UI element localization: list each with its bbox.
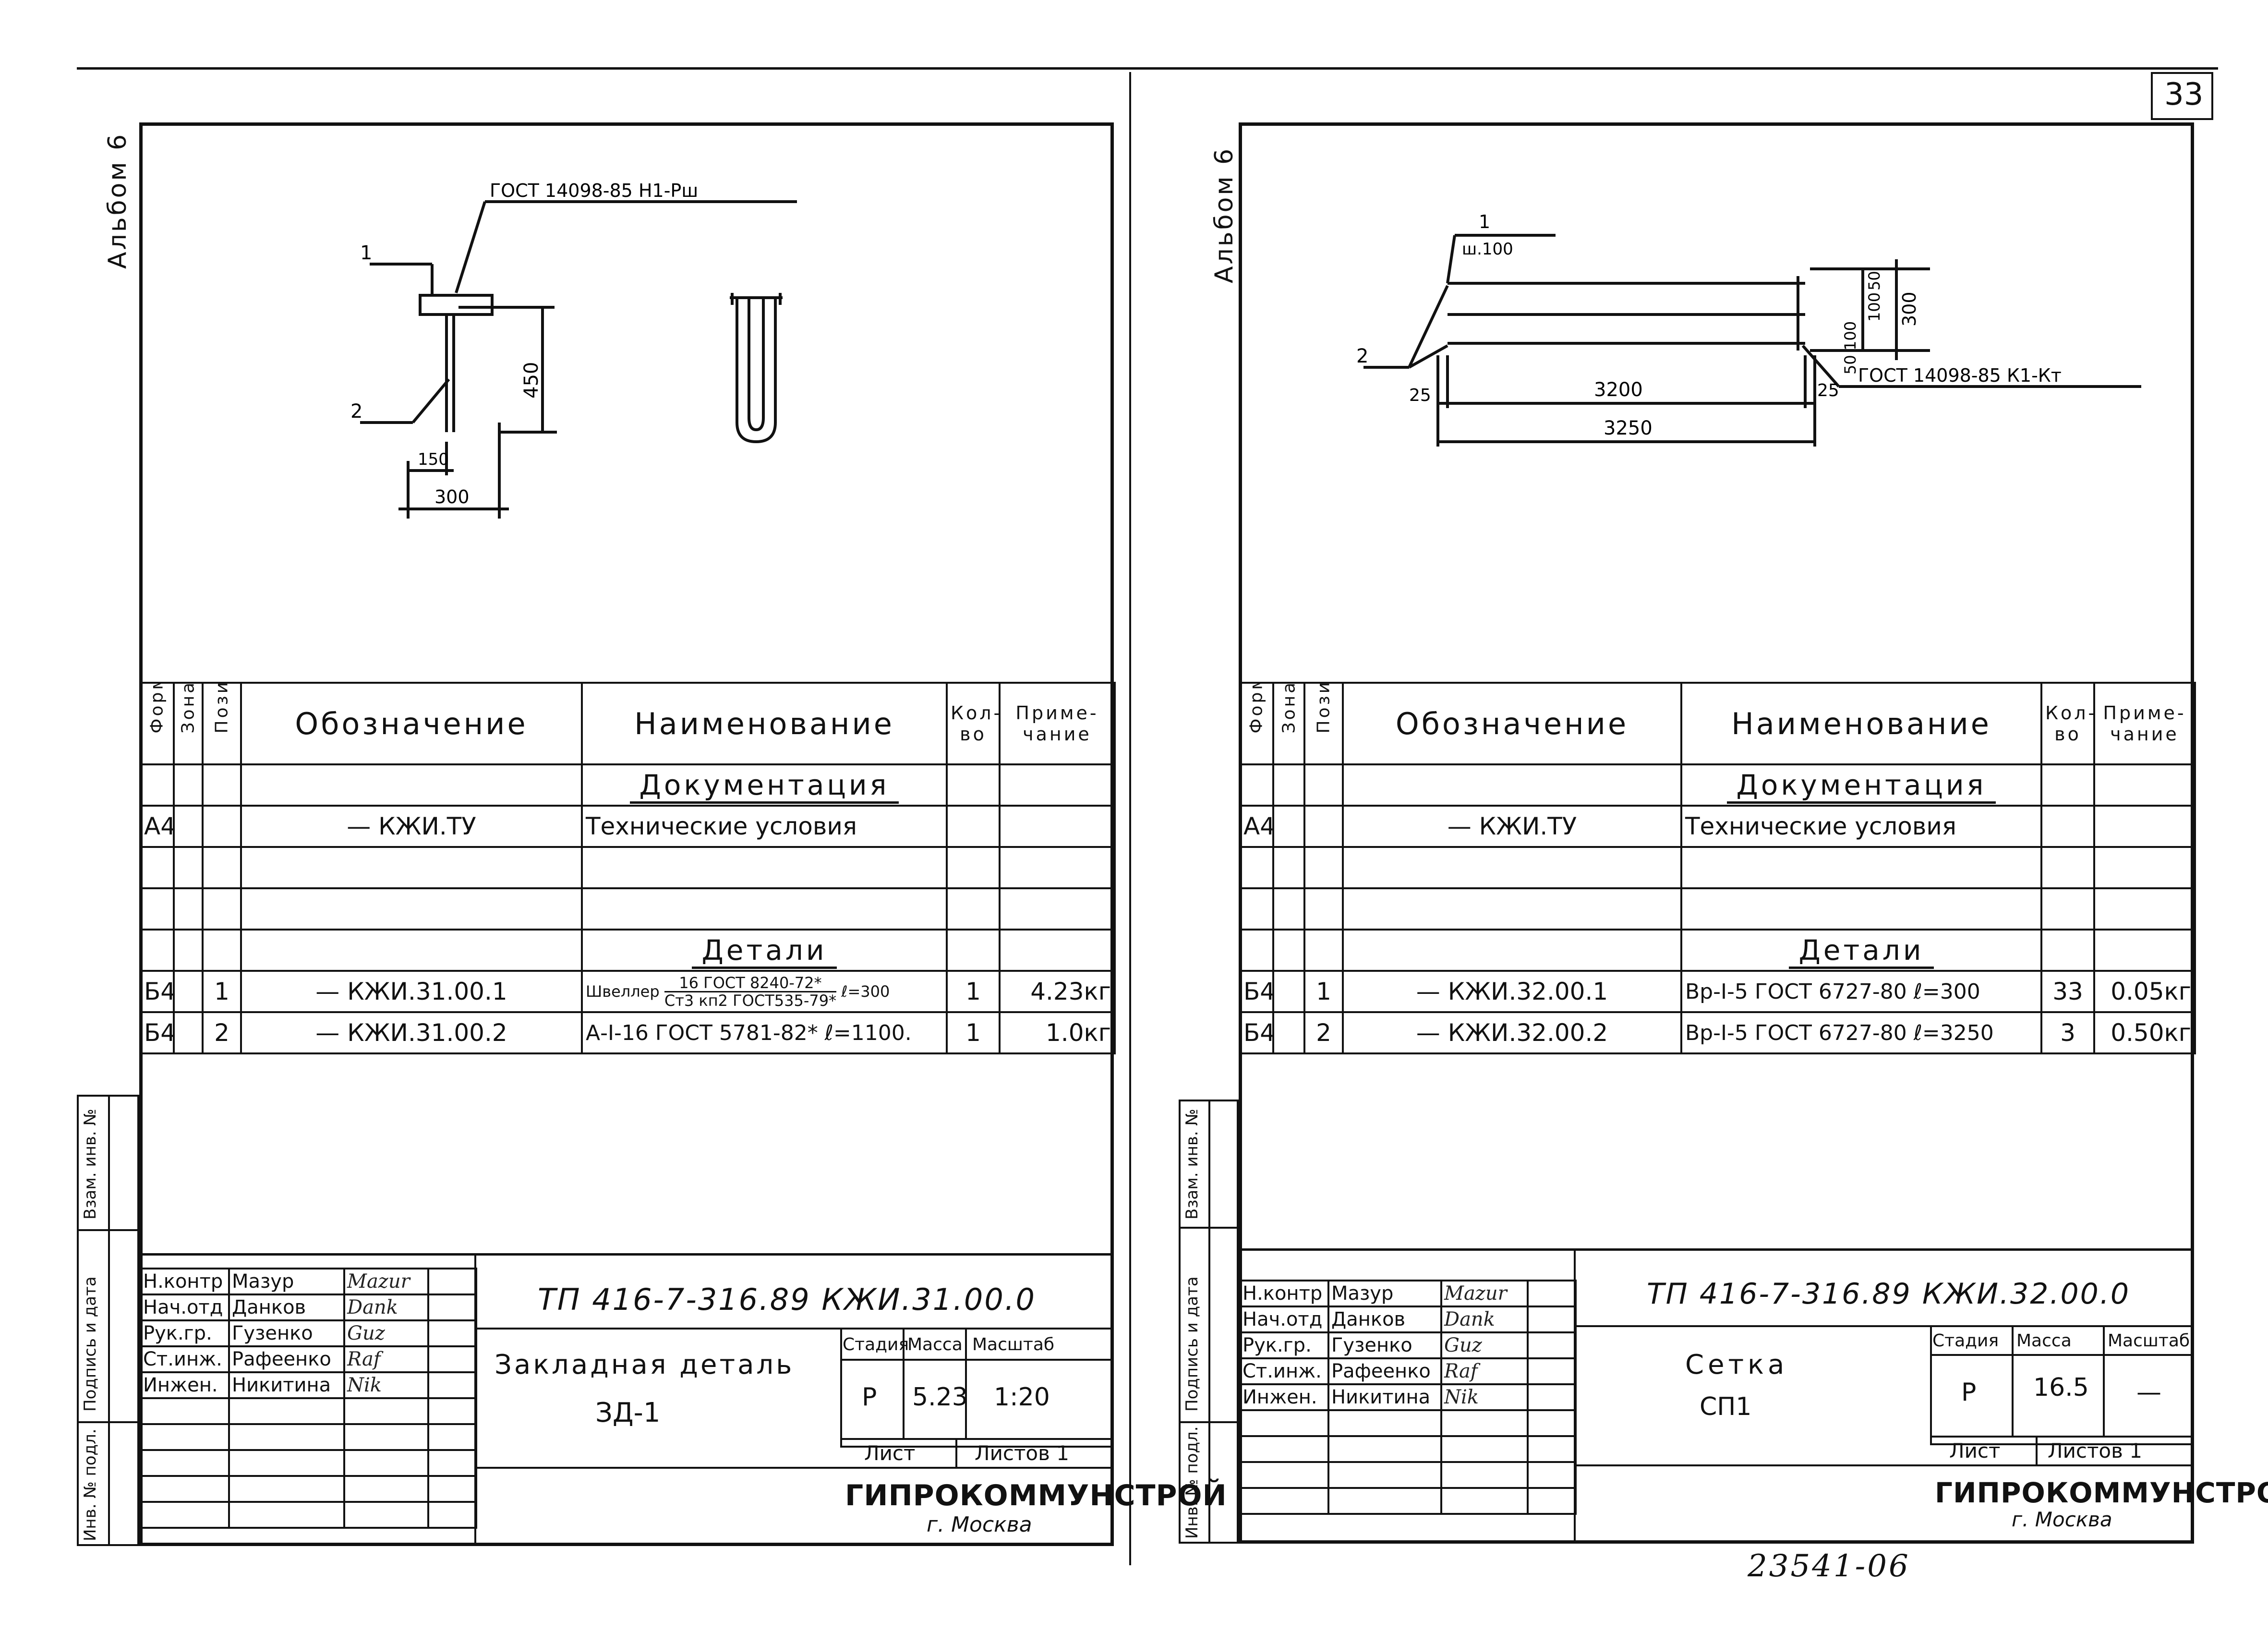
doc-code-right: ТП 416-7-316.89 КЖИ.32.00.0 <box>1647 1277 2131 1311</box>
lbl-mass-right: Масса <box>2016 1331 2072 1351</box>
dim-150: 150 <box>418 450 449 469</box>
table-row: Б4 2 — КЖИ.32.00.2 Вр-I-5 ГОСТ 6727-80 ℓ… <box>1239 1011 2196 1054</box>
hdr-pos: Позиц <box>202 682 242 765</box>
lbl-scale-right: Масштаб <box>2108 1331 2190 1351</box>
tu-format-left: А4 <box>139 805 175 848</box>
lbl-mass-left: Масса <box>907 1335 963 1354</box>
lbl-stage-right: Стадия <box>1932 1331 1999 1351</box>
dim-3200: 3200 <box>1594 379 1643 401</box>
lbl-sheets-right: Листов 1 <box>2048 1439 2142 1463</box>
dim-300: 300 <box>434 486 470 508</box>
spec-table-right: Формат Зона Позиц Обозначение Наименован… <box>1239 682 2196 1054</box>
section-parts-left: Детали <box>581 929 948 972</box>
dim-300-right: 300 <box>1899 291 1920 326</box>
dim-100b: 100 <box>1841 321 1859 351</box>
org-right: ГИПРОКОММУНСТРОЙ <box>1935 1476 2268 1509</box>
org-left: ГИПРОКОММУНСТРОЙ <box>845 1479 1227 1512</box>
dim-25a: 25 <box>1409 386 1431 405</box>
hdr-name: Наименование <box>581 682 948 765</box>
top-rule <box>77 67 2218 70</box>
title-left-1: Закладная деталь <box>495 1349 795 1380</box>
hdr-note: Приме-чание <box>999 682 1116 765</box>
gost-label-left: ГОСТ 14098-85 Н1-Рш <box>490 180 698 201</box>
mass-right: 16.5 <box>2033 1373 2089 1402</box>
drawing-mesh: 1 ш.100 2 25 3200 25 3250 ГОСТ 14098-85 … <box>1356 211 2141 447</box>
city-right: г. Москва <box>2012 1508 2112 1531</box>
doc-code-left: ТП 416-7-316.89 КЖИ.31.00.0 <box>538 1282 1036 1317</box>
side-label-vzam-right: Взам. инв. № <box>1182 1109 1202 1220</box>
table-row: Б4 2 — КЖИ.31.00.2 А-I-16 ГОСТ 5781-82* … <box>139 1011 1116 1054</box>
stage-left: Р <box>862 1383 877 1412</box>
center-fold <box>1129 72 1131 1565</box>
pos2-label-left: 2 <box>350 400 362 423</box>
lbl-stage-left: Стадия <box>843 1335 909 1354</box>
album-label-left: Альбом 6 <box>103 132 132 269</box>
section-docs-left: Документация <box>581 763 948 807</box>
drawing-embedded-part: ГОСТ 14098-85 Н1-Рш 1 2 450 150 300 <box>350 180 797 519</box>
pos2-label-right: 2 <box>1356 345 1368 367</box>
table-row: Б4 1 — КЖИ.31.00.1 Швеллер 16 ГОСТ 8240-… <box>139 970 1116 1013</box>
tu-name-left: Технические условия <box>581 805 948 848</box>
mass-left: 5.23 <box>912 1383 968 1412</box>
gost-label-right: ГОСТ 14098-85 К1-Кт <box>1858 365 2062 386</box>
dim-25b: 25 <box>1817 381 1839 400</box>
table-row: Б4 1 — КЖИ.32.00.1 Вр-I-5 ГОСТ 6727-80 ℓ… <box>1239 970 2196 1013</box>
dim-100a: 100 <box>1865 292 1883 322</box>
stage-right: Р <box>1961 1378 1977 1407</box>
lbl-sheets-left: Листов 1 <box>975 1441 1069 1465</box>
pitch-label: ш.100 <box>1462 240 1513 259</box>
title-right-2: СП1 <box>1700 1392 1752 1421</box>
title-left-2: ЗД-1 <box>595 1397 661 1428</box>
tu-name-right: Технические условия <box>1680 805 2042 848</box>
hdr-designation: Обозначение <box>240 682 583 765</box>
side-label-inv-right: Инв. № подл. <box>1182 1426 1202 1539</box>
hdr-zone: Зона <box>173 682 204 765</box>
page-number-box <box>2151 72 2213 120</box>
tu-designation-left: — КЖИ.ТУ <box>240 805 583 848</box>
scale-right: — <box>2136 1378 2161 1407</box>
hdr-format: Формат <box>139 682 175 765</box>
page-number: 33 <box>2164 77 2204 112</box>
dim-50a: 50 <box>1865 271 1883 290</box>
pos1-label-right: 1 <box>1479 211 1490 232</box>
dim-50b: 50 <box>1841 355 1859 375</box>
side-label-podpis-left: Подпись и дата <box>81 1276 100 1412</box>
city-left: г. Москва <box>927 1512 1032 1537</box>
lbl-sheet-left: Лист <box>864 1441 916 1465</box>
tu-designation-right: — КЖИ.ТУ <box>1342 805 1682 848</box>
section-docs-right: Документация <box>1680 763 2042 807</box>
side-label-vzam-left: Взам. инв. № <box>81 1109 100 1220</box>
dim-450: 450 <box>520 362 543 399</box>
title-right-1: Сетка <box>1685 1349 1788 1380</box>
channel-plate <box>419 294 494 316</box>
album-label-right: Альбом 6 <box>1210 146 1239 283</box>
lbl-sheet-right: Лист <box>1949 1439 2001 1463</box>
pos1-label-left: 1 <box>360 242 372 264</box>
archive-stamp: 23541-06 <box>1748 1548 1910 1584</box>
lbl-scale-left: Масштаб <box>972 1335 1055 1354</box>
scale-left: 1:20 <box>994 1383 1050 1412</box>
dim-3250: 3250 <box>1604 417 1653 439</box>
spec-table-left: Формат Зона Позиц Обозначение Наименован… <box>139 682 1116 1054</box>
hdr-qty: Кол-во <box>946 682 1001 765</box>
side-label-podpis-right: Подпись и дата <box>1182 1276 1202 1412</box>
section-parts-right: Детали <box>1680 929 2042 972</box>
side-label-inv-left: Инв. № подл. <box>81 1428 100 1541</box>
